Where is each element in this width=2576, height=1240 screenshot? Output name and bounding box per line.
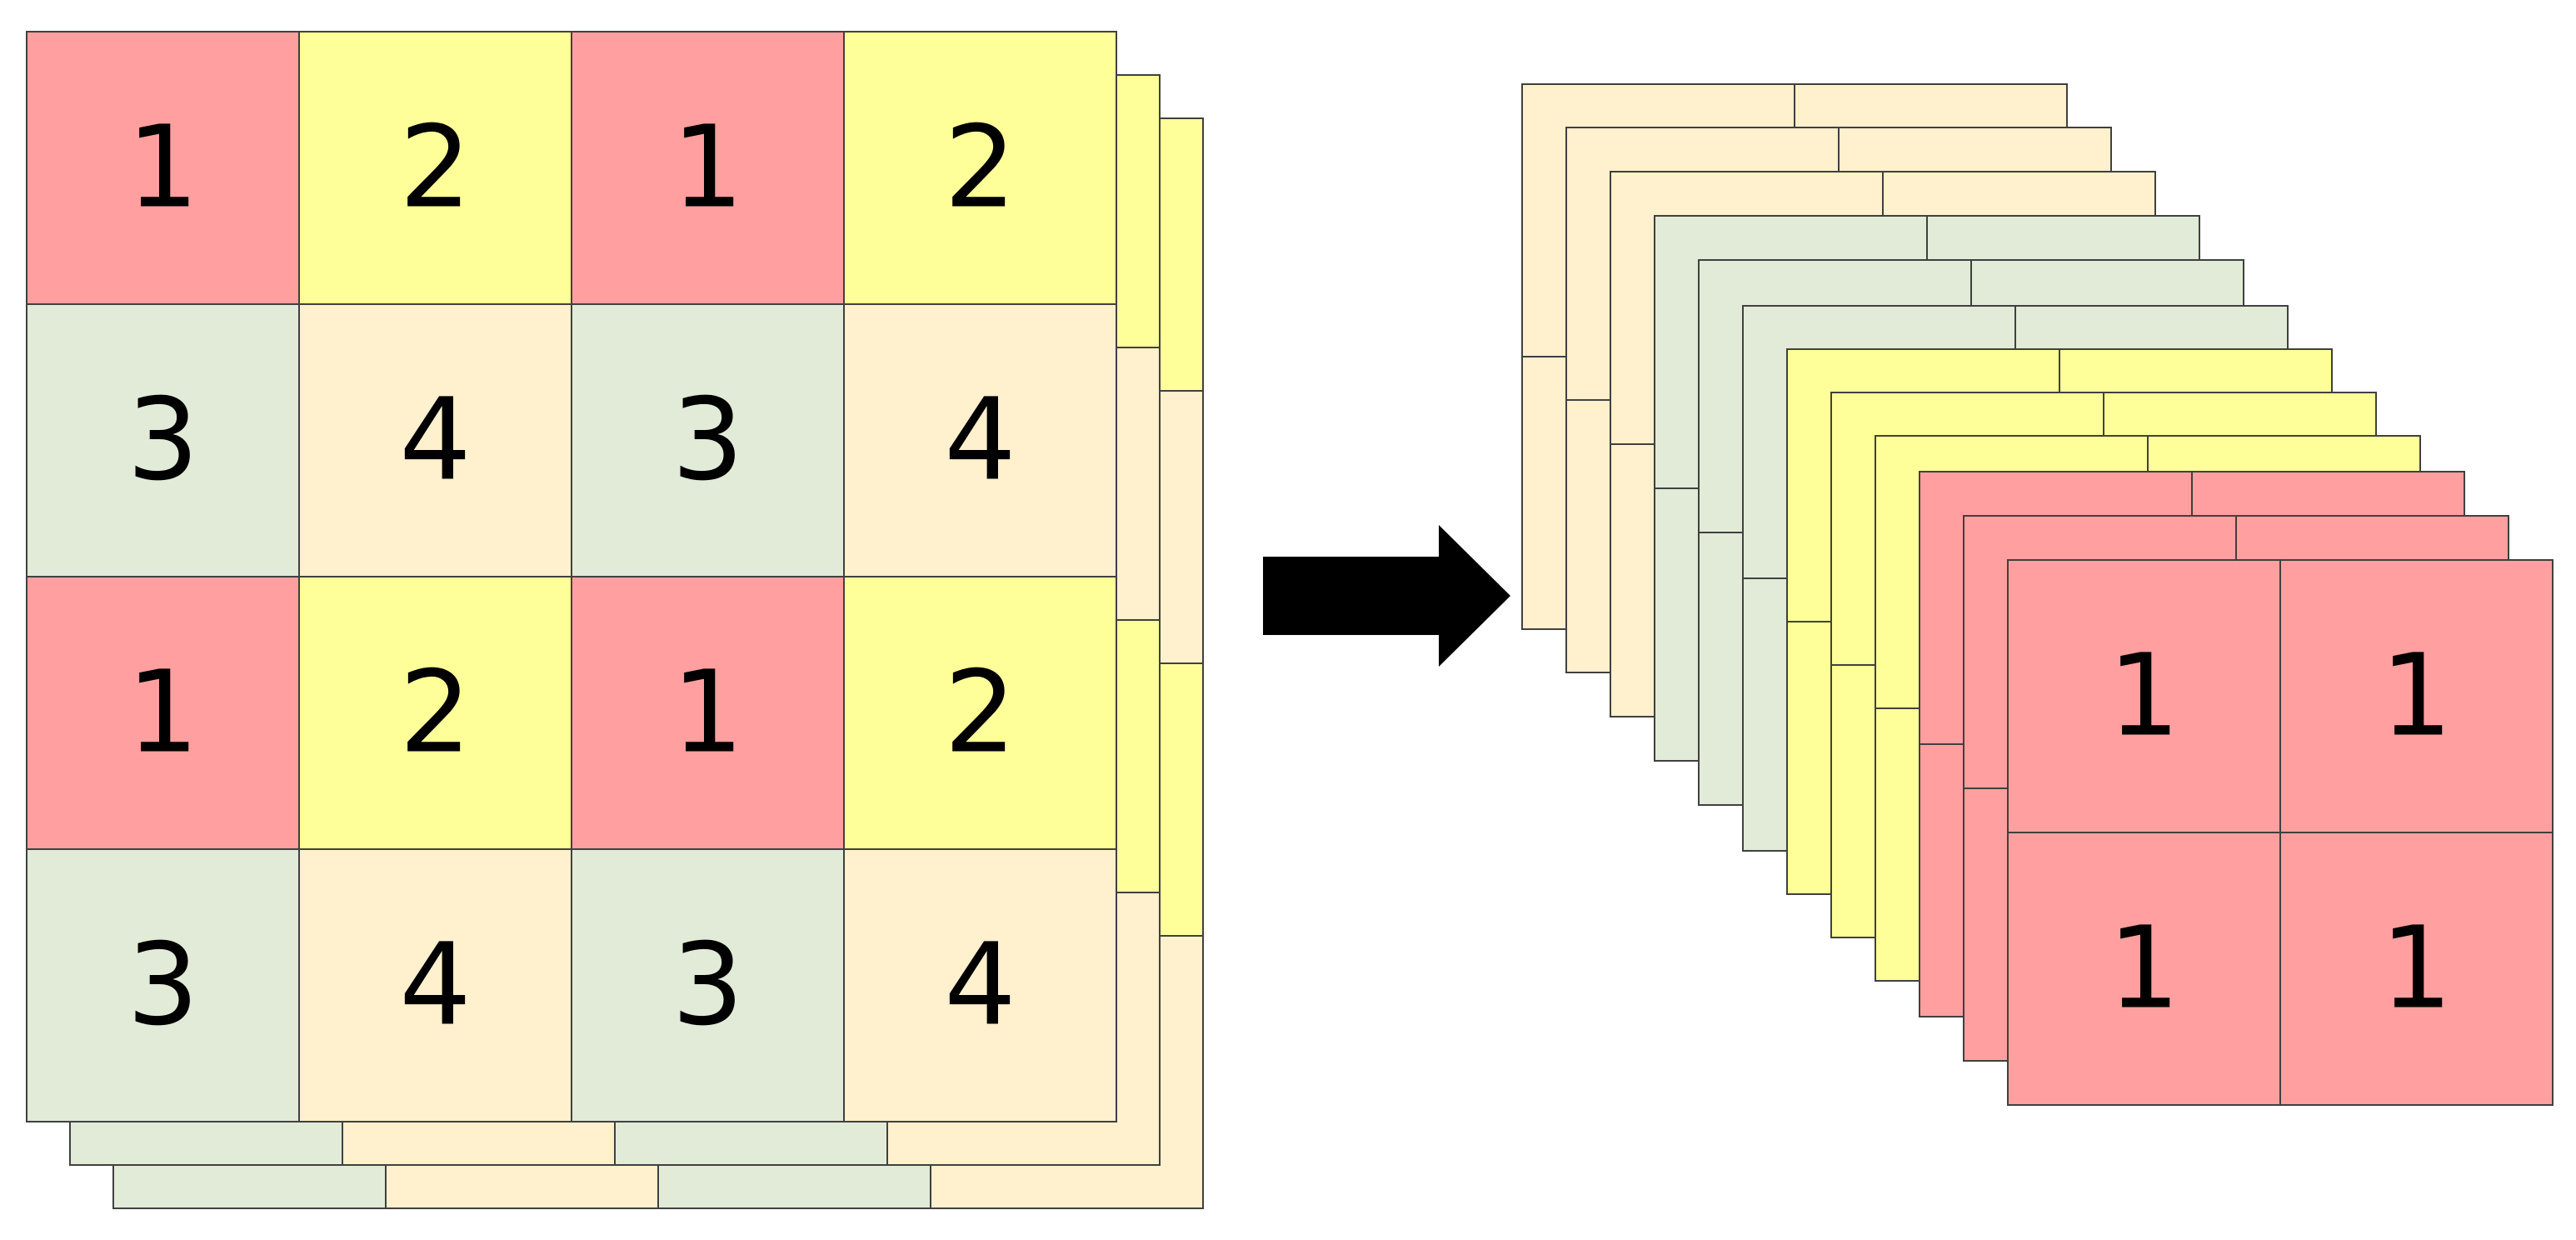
output-channel-stack: 1 1 1 1 — [1521, 83, 2554, 1106]
output-cell-label: 1 — [2380, 903, 2453, 1035]
output-front-cell — [2007, 832, 2281, 1106]
input-cell-label: 1 — [127, 102, 199, 234]
input-grid-cell — [571, 576, 845, 850]
right-arrow-icon — [1263, 525, 1510, 667]
output-cell-label: 1 — [2380, 631, 2453, 762]
output-cell-label: 1 — [2108, 903, 2180, 1035]
input-cell-label: 4 — [944, 375, 1016, 507]
output-channel-layer: 1 1 1 1 — [2007, 559, 2554, 1106]
input-grid-cell — [843, 848, 1117, 1122]
input-cell-label: 3 — [127, 375, 199, 507]
input-grid-cell — [571, 848, 845, 1122]
input-cell-label: 2 — [944, 102, 1016, 234]
input-cell-label: 4 — [399, 375, 472, 507]
input-grid-cell — [26, 303, 300, 578]
input-cell-label: 2 — [399, 648, 472, 779]
input-grid-cell — [571, 303, 845, 578]
input-cell-label: 3 — [671, 375, 744, 507]
input-grid-cell — [843, 576, 1117, 850]
input-feature-map-stack: 1 2 1 2 3 4 3 4 1 2 1 2 3 4 3 4 — [26, 31, 1204, 1209]
input-cell-label: 1 — [671, 102, 744, 234]
input-grid-cell — [843, 303, 1117, 578]
output-front-cell — [2279, 559, 2554, 833]
input-cell-label: 1 — [671, 648, 744, 779]
input-cell-label: 4 — [944, 920, 1016, 1052]
input-grid-cell — [843, 31, 1117, 305]
input-cell-label: 2 — [399, 102, 472, 234]
input-cell-label: 3 — [127, 920, 199, 1052]
input-cell-label: 1 — [127, 648, 199, 779]
input-grid-cell — [298, 303, 572, 578]
input-front-layer: 1 2 1 2 3 4 3 4 1 2 1 2 3 4 3 4 — [26, 31, 1117, 1122]
output-front-cell — [2279, 832, 2554, 1106]
input-cell-label: 4 — [399, 920, 472, 1052]
input-grid-cell — [298, 576, 572, 850]
input-cell-label: 2 — [944, 648, 1016, 779]
input-grid-cell — [298, 848, 572, 1122]
input-grid-cell — [26, 848, 300, 1122]
input-grid-cell — [571, 31, 845, 305]
output-cell-label: 1 — [2108, 631, 2180, 762]
input-grid-cell — [298, 31, 572, 305]
input-cell-label: 3 — [671, 920, 744, 1052]
